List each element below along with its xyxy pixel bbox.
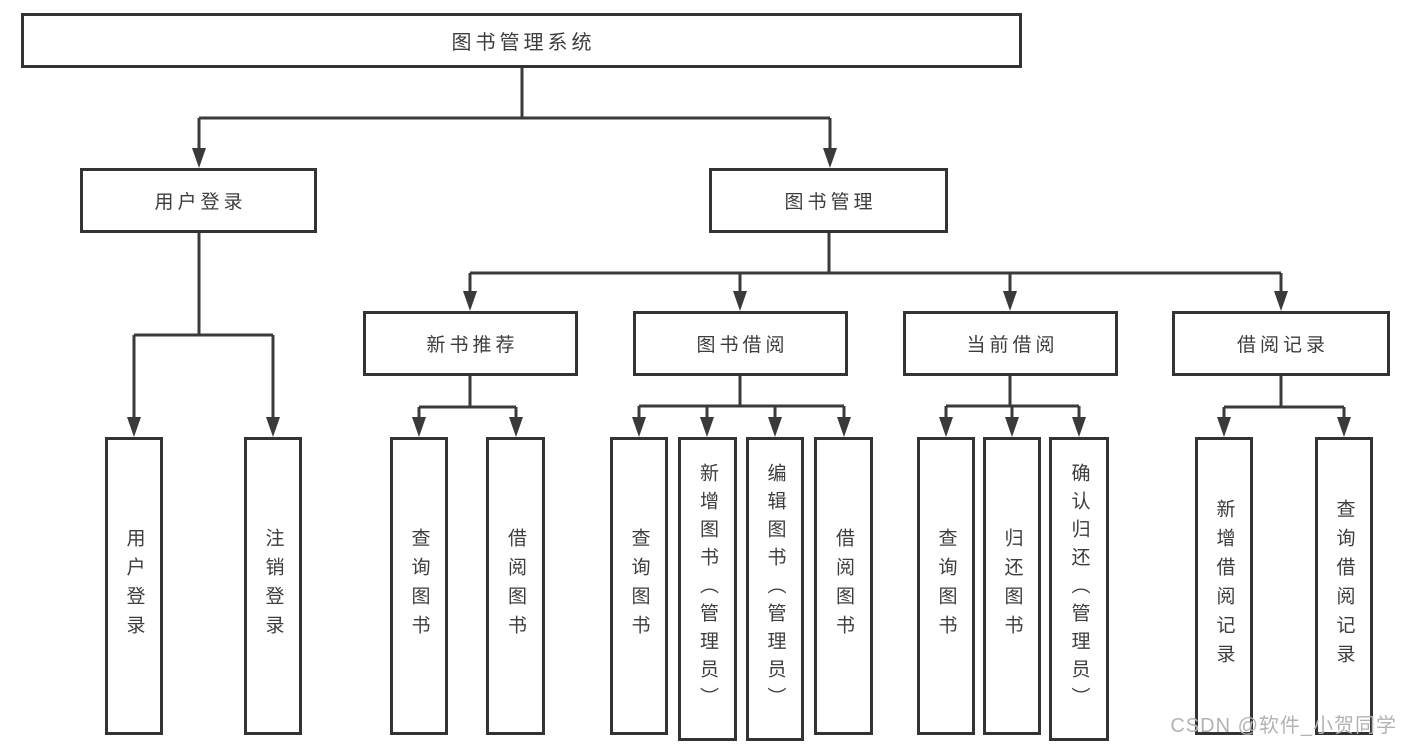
arrowhead bbox=[266, 417, 280, 437]
arrowhead bbox=[1003, 291, 1017, 311]
node-label: 新书推荐 bbox=[426, 335, 519, 356]
node-leaf-query-books: 查询图书 bbox=[917, 437, 975, 735]
arrowhead bbox=[127, 417, 141, 437]
arrowhead bbox=[939, 417, 953, 437]
arrowhead bbox=[1274, 291, 1288, 311]
connector-current-split bbox=[944, 376, 1081, 419]
node-leaf-confirm-return-admin: 确认归还（管理员） bbox=[1049, 437, 1109, 741]
node-label: 查询图书 bbox=[935, 528, 957, 644]
node-label: 新增借阅记录 bbox=[1213, 499, 1235, 673]
node-label: 新增图书（管理员） bbox=[697, 463, 718, 715]
arrowhead bbox=[1072, 417, 1086, 437]
connector-borrow-split bbox=[637, 376, 846, 419]
arrowhead bbox=[1005, 417, 1019, 437]
node-system-root: 图书管理系统 bbox=[21, 13, 1022, 68]
node-label: 图书管理 bbox=[784, 192, 877, 213]
node-leaf-borrow-books: 借阅图书 bbox=[486, 437, 545, 735]
arrowhead bbox=[823, 148, 837, 168]
node-leaf-add-books-admin: 新增图书（管理员） bbox=[678, 437, 737, 741]
node-current-borrowing: 当前借阅 bbox=[903, 311, 1118, 376]
arrowhead bbox=[733, 291, 747, 311]
node-label: 查询借阅记录 bbox=[1333, 499, 1355, 673]
connector-mgmt-split bbox=[468, 233, 1283, 293]
arrowhead bbox=[412, 417, 426, 437]
node-leaf-add-borrow-record: 新增借阅记录 bbox=[1195, 437, 1253, 735]
node-label: 用户登录 bbox=[154, 192, 247, 213]
arrowhead bbox=[768, 417, 782, 437]
connector-login-split bbox=[132, 233, 275, 419]
node-book-borrowing: 图书借阅 bbox=[633, 311, 848, 376]
arrowhead bbox=[1337, 417, 1351, 437]
node-label: 借阅图书 bbox=[505, 528, 526, 644]
node-borrowing-records: 借阅记录 bbox=[1172, 311, 1390, 376]
node-leaf-borrow-books: 借阅图书 bbox=[814, 437, 873, 735]
node-label: 当前借阅 bbox=[966, 335, 1059, 356]
node-label: 用户登录 bbox=[123, 528, 145, 644]
arrowhead bbox=[1217, 417, 1231, 437]
node-label: 确认归还（管理员） bbox=[1068, 463, 1090, 715]
arrowhead bbox=[509, 417, 523, 437]
node-leaf-return-books: 归还图书 bbox=[983, 437, 1041, 735]
node-label: 借阅记录 bbox=[1236, 335, 1329, 356]
node-leaf-logout: 注销登录 bbox=[244, 437, 302, 735]
connector-records-split bbox=[1222, 376, 1346, 419]
arrowhead bbox=[192, 148, 206, 168]
csdn-watermark: CSDN @软件_小贺同学 bbox=[1170, 715, 1397, 737]
node-label: 归还图书 bbox=[1001, 528, 1023, 644]
node-label: 注销登录 bbox=[262, 528, 284, 644]
arrowhead bbox=[632, 417, 646, 437]
node-book-management-branch: 图书管理 bbox=[709, 168, 948, 233]
node-label: 图书借阅 bbox=[696, 335, 789, 356]
connector-newbook-split bbox=[417, 376, 518, 419]
node-user-login-branch: 用户登录 bbox=[80, 168, 317, 233]
node-label: 借阅图书 bbox=[833, 528, 854, 644]
node-new-book-recommendation: 新书推荐 bbox=[363, 311, 578, 376]
node-label: 查询图书 bbox=[628, 528, 650, 644]
connector-root-split bbox=[197, 68, 832, 150]
node-leaf-edit-books-admin: 编辑图书（管理员） bbox=[746, 437, 804, 741]
node-leaf-query-books: 查询图书 bbox=[390, 437, 448, 735]
arrowhead bbox=[837, 417, 851, 437]
arrowhead bbox=[463, 291, 477, 311]
arrowhead bbox=[700, 417, 714, 437]
node-label: 查询图书 bbox=[408, 528, 430, 644]
node-leaf-query-books: 查询图书 bbox=[610, 437, 668, 735]
node-leaf-query-borrow-record: 查询借阅记录 bbox=[1315, 437, 1373, 735]
node-leaf-user-login: 用户登录 bbox=[105, 437, 163, 735]
node-label: 图书管理系统 bbox=[451, 32, 596, 54]
node-label: 编辑图书（管理员） bbox=[764, 463, 786, 715]
